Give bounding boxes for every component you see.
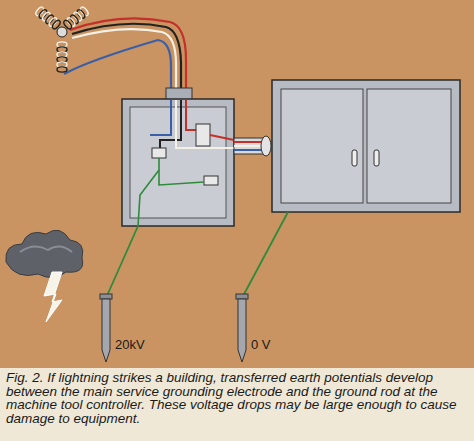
caption-ground xyxy=(0,368,474,441)
conduit xyxy=(234,136,271,156)
lightning-bolt xyxy=(44,272,62,322)
ground-wire xyxy=(106,226,138,298)
coil-winding xyxy=(57,67,67,72)
transformer xyxy=(35,6,90,72)
service-wires xyxy=(64,18,186,96)
figure-caption: Fig. 2. If lightning strikes a building,… xyxy=(6,371,468,425)
ground-wire xyxy=(242,212,288,298)
storm-cloud xyxy=(6,230,83,277)
transformer-neutral xyxy=(57,27,67,37)
ground-rod xyxy=(100,294,112,362)
service-panel xyxy=(122,88,234,226)
voltage-label: 0 V xyxy=(251,338,271,351)
background xyxy=(0,0,474,368)
ground-rod xyxy=(236,294,248,362)
voltage-label: 20kV xyxy=(115,338,145,351)
controller-cabinet xyxy=(272,80,460,212)
